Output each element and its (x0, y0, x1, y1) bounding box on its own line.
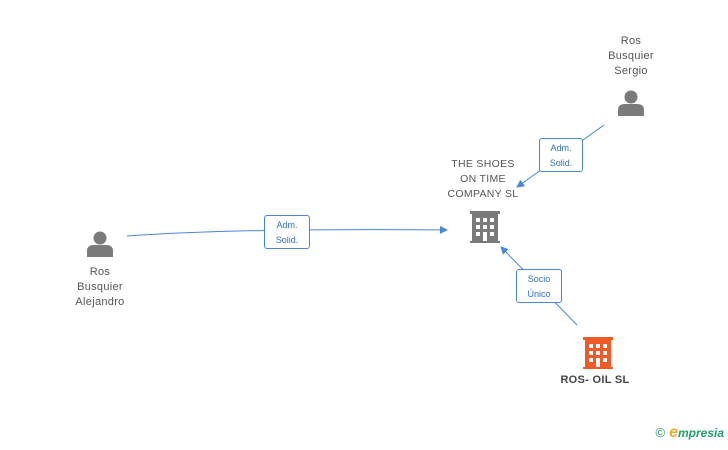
copyright-symbol: © (655, 425, 666, 440)
brand-logo-text: mpresia (677, 426, 724, 440)
company-name-shoes[interactable]: THE SHOES ON TIME COMPANY SL (438, 157, 528, 202)
edge-label-adm-solid: Adm. Solid. (264, 215, 310, 249)
brand-logo-e: e (669, 424, 678, 441)
company-name-rosoil[interactable]: ROS- OIL SL (560, 374, 630, 386)
name-line: Ros (620, 35, 642, 47)
name-line: Sergio (614, 65, 648, 77)
name-line: ON TIME (460, 173, 506, 185)
edge-alejandro-to-shoes (126, 225, 448, 237)
building-icon[interactable] (470, 211, 500, 243)
building-icon-highlight[interactable] (583, 337, 613, 369)
edge-label-line: Adm. (550, 143, 572, 153)
name-line: COMPANY SL (447, 188, 519, 200)
edge-label-line: Único (527, 289, 551, 299)
edge-label-socio-unico: Socio Único (516, 269, 562, 303)
name-line: Busquier (77, 281, 123, 293)
empresia-watermark[interactable]: ©empresia (655, 424, 724, 442)
person-icon[interactable] (87, 231, 113, 258)
person-icon[interactable] (618, 90, 644, 117)
name-line: Alejandro (75, 296, 125, 308)
person-name-alejandro[interactable]: Ros Busquier Alejandro (58, 265, 142, 310)
person-name-sergio[interactable]: Ros Busquier Sergio (596, 34, 666, 79)
name-line: Busquier (608, 50, 654, 62)
edge-label-adm-solid: Adm. Solid. (539, 138, 583, 172)
edge-label-line: Solid. (549, 158, 573, 168)
name-line: THE SHOES (451, 158, 515, 170)
edge-label-line: Socio (527, 274, 551, 284)
edge-label-line: Adm. (276, 220, 298, 230)
name-line: Ros (89, 266, 111, 278)
edge-label-line: Solid. (275, 235, 299, 245)
